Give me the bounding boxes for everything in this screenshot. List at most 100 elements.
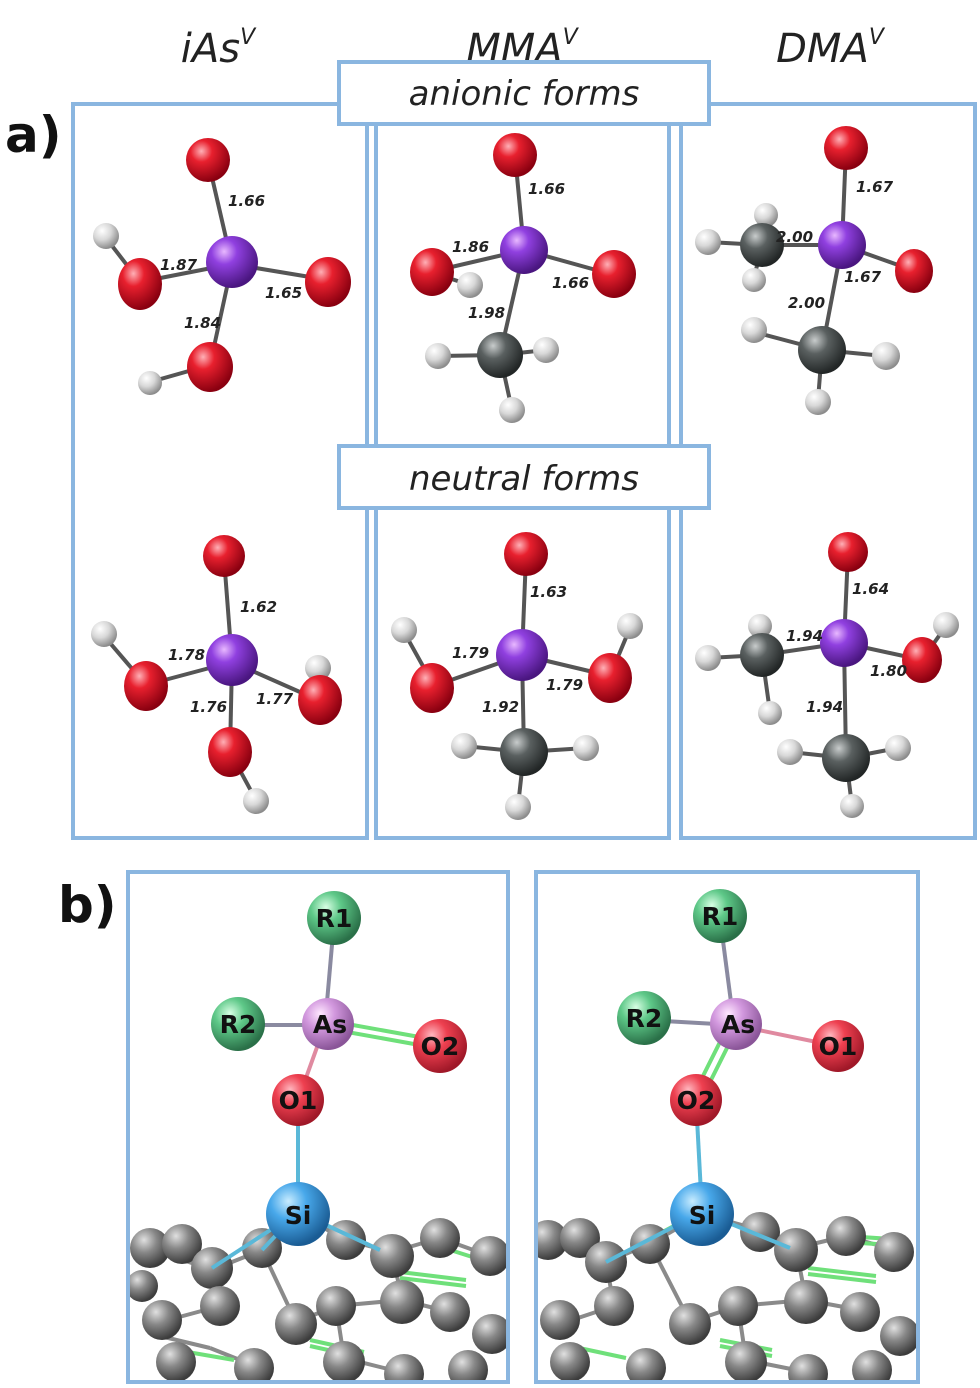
oxygen-atom-bridge: [670, 1074, 722, 1126]
molecule-neutral-dmav: 1.64 1.94 1.80 1.94: [695, 532, 959, 818]
distance-label: 1.65: [265, 284, 302, 302]
distance-label: 1.78: [168, 646, 205, 664]
hydrogen-atom: [93, 223, 119, 249]
hydrogen-atom: [933, 612, 959, 638]
oxygen-atom: [410, 663, 454, 713]
oxygen-atom: [592, 250, 636, 298]
panel-b-right: R1 R2 As O1 O2 Si: [534, 870, 920, 1384]
carbon-atom: [740, 223, 784, 267]
carbon-atom: [822, 734, 870, 782]
r1-group: [307, 891, 361, 945]
oxygen-atom: [504, 532, 548, 576]
molecule-neutral-iasv: 1.62 1.78 1.77 1.76: [91, 535, 342, 814]
neutral-forms-label: neutral forms: [409, 459, 639, 499]
distance-label: 1.86: [452, 238, 489, 256]
surface-carbon-atoms: [128, 1218, 508, 1382]
hydrogen-atom: [695, 229, 721, 255]
arsenic-atom: [302, 998, 354, 1050]
hydrogen-atom: [748, 614, 772, 638]
r1-label: R1: [702, 902, 739, 931]
as-label: As: [313, 1010, 347, 1039]
hydrogen-atom: [742, 268, 766, 292]
oxygen-atom: [824, 126, 868, 170]
hydrogen-atom: [872, 342, 900, 370]
hydrogen-atom: [805, 389, 831, 415]
arsenic-atom: [820, 619, 868, 667]
r2-group: [617, 991, 671, 1045]
carbon-atom: [477, 332, 523, 378]
molecule-anionic-iasv: 1.66 1.87 1.65 1.84: [93, 138, 351, 395]
oxygen-atom: [902, 637, 942, 683]
hydrogen-atom: [617, 613, 643, 639]
hydrogen-atom: [91, 621, 117, 647]
silicon-atom: [266, 1182, 330, 1246]
neutral-forms-box: [337, 444, 711, 510]
r2-group: [211, 997, 265, 1051]
r1-group: [693, 889, 747, 943]
hydrogen-atom: [499, 397, 525, 423]
oxygen-atom: [298, 675, 342, 725]
hydrogen-atom: [533, 337, 559, 363]
si-label: Si: [689, 1201, 716, 1230]
carbon-atom: [798, 326, 846, 374]
hydrogen-atom: [840, 794, 864, 818]
hydrogen-atom: [741, 317, 767, 343]
arsenic-atom: [818, 221, 866, 269]
hydrogen-atom: [885, 735, 911, 761]
hydrogen-atom: [573, 735, 599, 761]
oxygen-atom: [305, 257, 351, 307]
distance-label: 1.66: [552, 274, 589, 292]
r2-label: R2: [220, 1010, 257, 1039]
anionic-forms-box: [337, 60, 711, 126]
distance-label: 1.84: [184, 314, 221, 332]
arsenic-atom: [500, 226, 548, 274]
arsenic-atom: [206, 634, 258, 686]
distance-label: 1.63: [530, 583, 567, 601]
arsenic-atom: [206, 236, 258, 288]
oxygen-atom: [186, 138, 230, 182]
carbon-atom: [500, 728, 548, 776]
panel-label-b: b): [58, 876, 117, 934]
oxygen-atom: [124, 661, 168, 711]
oxygen-atom: [118, 258, 162, 310]
distance-label: 1.94: [786, 627, 823, 645]
surface-carbon-atoms: [536, 1212, 918, 1382]
arsenic-atom: [710, 998, 762, 1050]
hydrogen-atom: [777, 739, 803, 765]
molecule-neutral-mmav: 1.63 1.79 1.79 1.92: [391, 532, 643, 820]
distance-label: 1.92: [482, 698, 519, 716]
as-label: As: [721, 1010, 755, 1039]
oxygen-atom: [208, 727, 252, 777]
graphene-surface-left: [128, 1212, 508, 1382]
oxygen-atom-double: [413, 1019, 467, 1073]
o1-label: O1: [819, 1032, 858, 1061]
oxygen-atom: [493, 133, 537, 177]
distance-label: 1.66: [528, 180, 565, 198]
distance-label: 1.67: [844, 268, 882, 286]
frame-panel-b-left: [126, 870, 510, 1384]
o2-label: O2: [677, 1086, 716, 1115]
column-title-iasv: iAsV: [181, 25, 257, 72]
distance-label: 1.66: [228, 192, 265, 210]
distance-label: 1.87: [160, 256, 198, 274]
hydrogen-atom: [451, 733, 477, 759]
oxygen-atom: [895, 249, 933, 293]
graphene-surface-right: [536, 1210, 918, 1382]
distance-label: 1.79: [452, 644, 489, 662]
molecule-anionic-dmav: 1.67 2.00 1.67 2.00: [695, 126, 933, 415]
anionic-forms-label: anionic forms: [409, 74, 640, 114]
distance-label: 1.77: [256, 690, 294, 708]
distance-label: 2.00: [776, 228, 813, 246]
molecule-anionic-mmav: 1.66 1.86 1.66 1.98: [410, 133, 636, 423]
column-title-dmav: DMAV: [776, 25, 886, 72]
si-label: Si: [285, 1201, 312, 1230]
o2-label: O2: [421, 1032, 460, 1061]
oxygen-atom: [410, 248, 454, 296]
frame-panel-b-right: [534, 870, 920, 1384]
panel-b-left: R1 R2 As O2 O1 Si: [126, 870, 510, 1384]
hydrogen-atom: [243, 788, 269, 814]
distance-label: 1.62: [240, 598, 277, 616]
oxygen-atom: [588, 653, 632, 703]
oxygen-atom: [203, 535, 245, 577]
oxygen-atom: [187, 342, 233, 392]
